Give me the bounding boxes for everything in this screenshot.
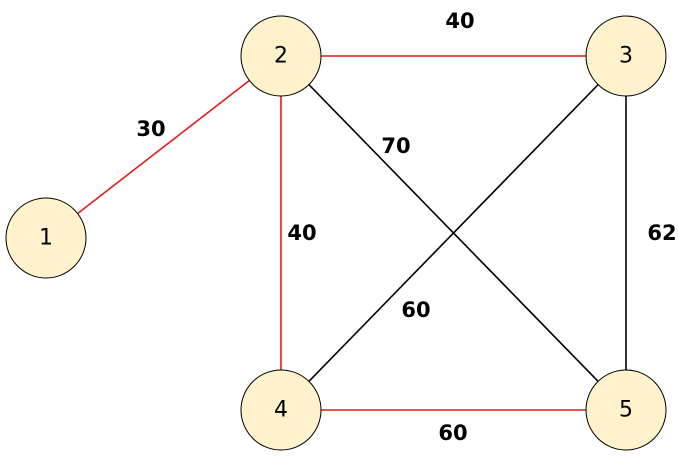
node-circle-4 [240, 369, 322, 451]
edge-weight-label-3-5: 62 [647, 221, 676, 245]
node-circle-2 [240, 15, 322, 97]
node-label-1: 1 [39, 226, 53, 251]
node-label-2: 2 [274, 44, 288, 69]
edge-3-4 [280, 55, 627, 411]
node-5: 5 [585, 369, 667, 451]
node-4: 4 [240, 369, 322, 451]
node-circle-3 [585, 15, 667, 97]
node-2: 2 [240, 15, 322, 97]
edge-weight-label-2-3: 40 [445, 9, 474, 33]
node-label-3: 3 [619, 44, 633, 69]
node-3: 3 [585, 15, 667, 97]
edges-layer [45, 55, 627, 411]
node-circle-5 [585, 369, 667, 451]
node-1: 1 [5, 197, 87, 279]
edge-weight-label-3-4: 60 [401, 298, 430, 322]
edge-labels-layer: 30 40 40 70 60 62 60 [136, 9, 676, 445]
node-label-4: 4 [274, 398, 288, 423]
edge-weight-label-1-2: 30 [136, 117, 165, 141]
edge-weight-label-2-5: 70 [381, 134, 410, 158]
node-circle-1 [5, 197, 87, 279]
edge-weight-label-4-5: 60 [438, 421, 467, 445]
edge-1-2 [45, 55, 282, 239]
nodes-layer: 1 2 3 4 5 [5, 15, 667, 451]
edge-weight-label-2-4: 40 [287, 221, 316, 245]
node-label-5: 5 [619, 398, 633, 423]
